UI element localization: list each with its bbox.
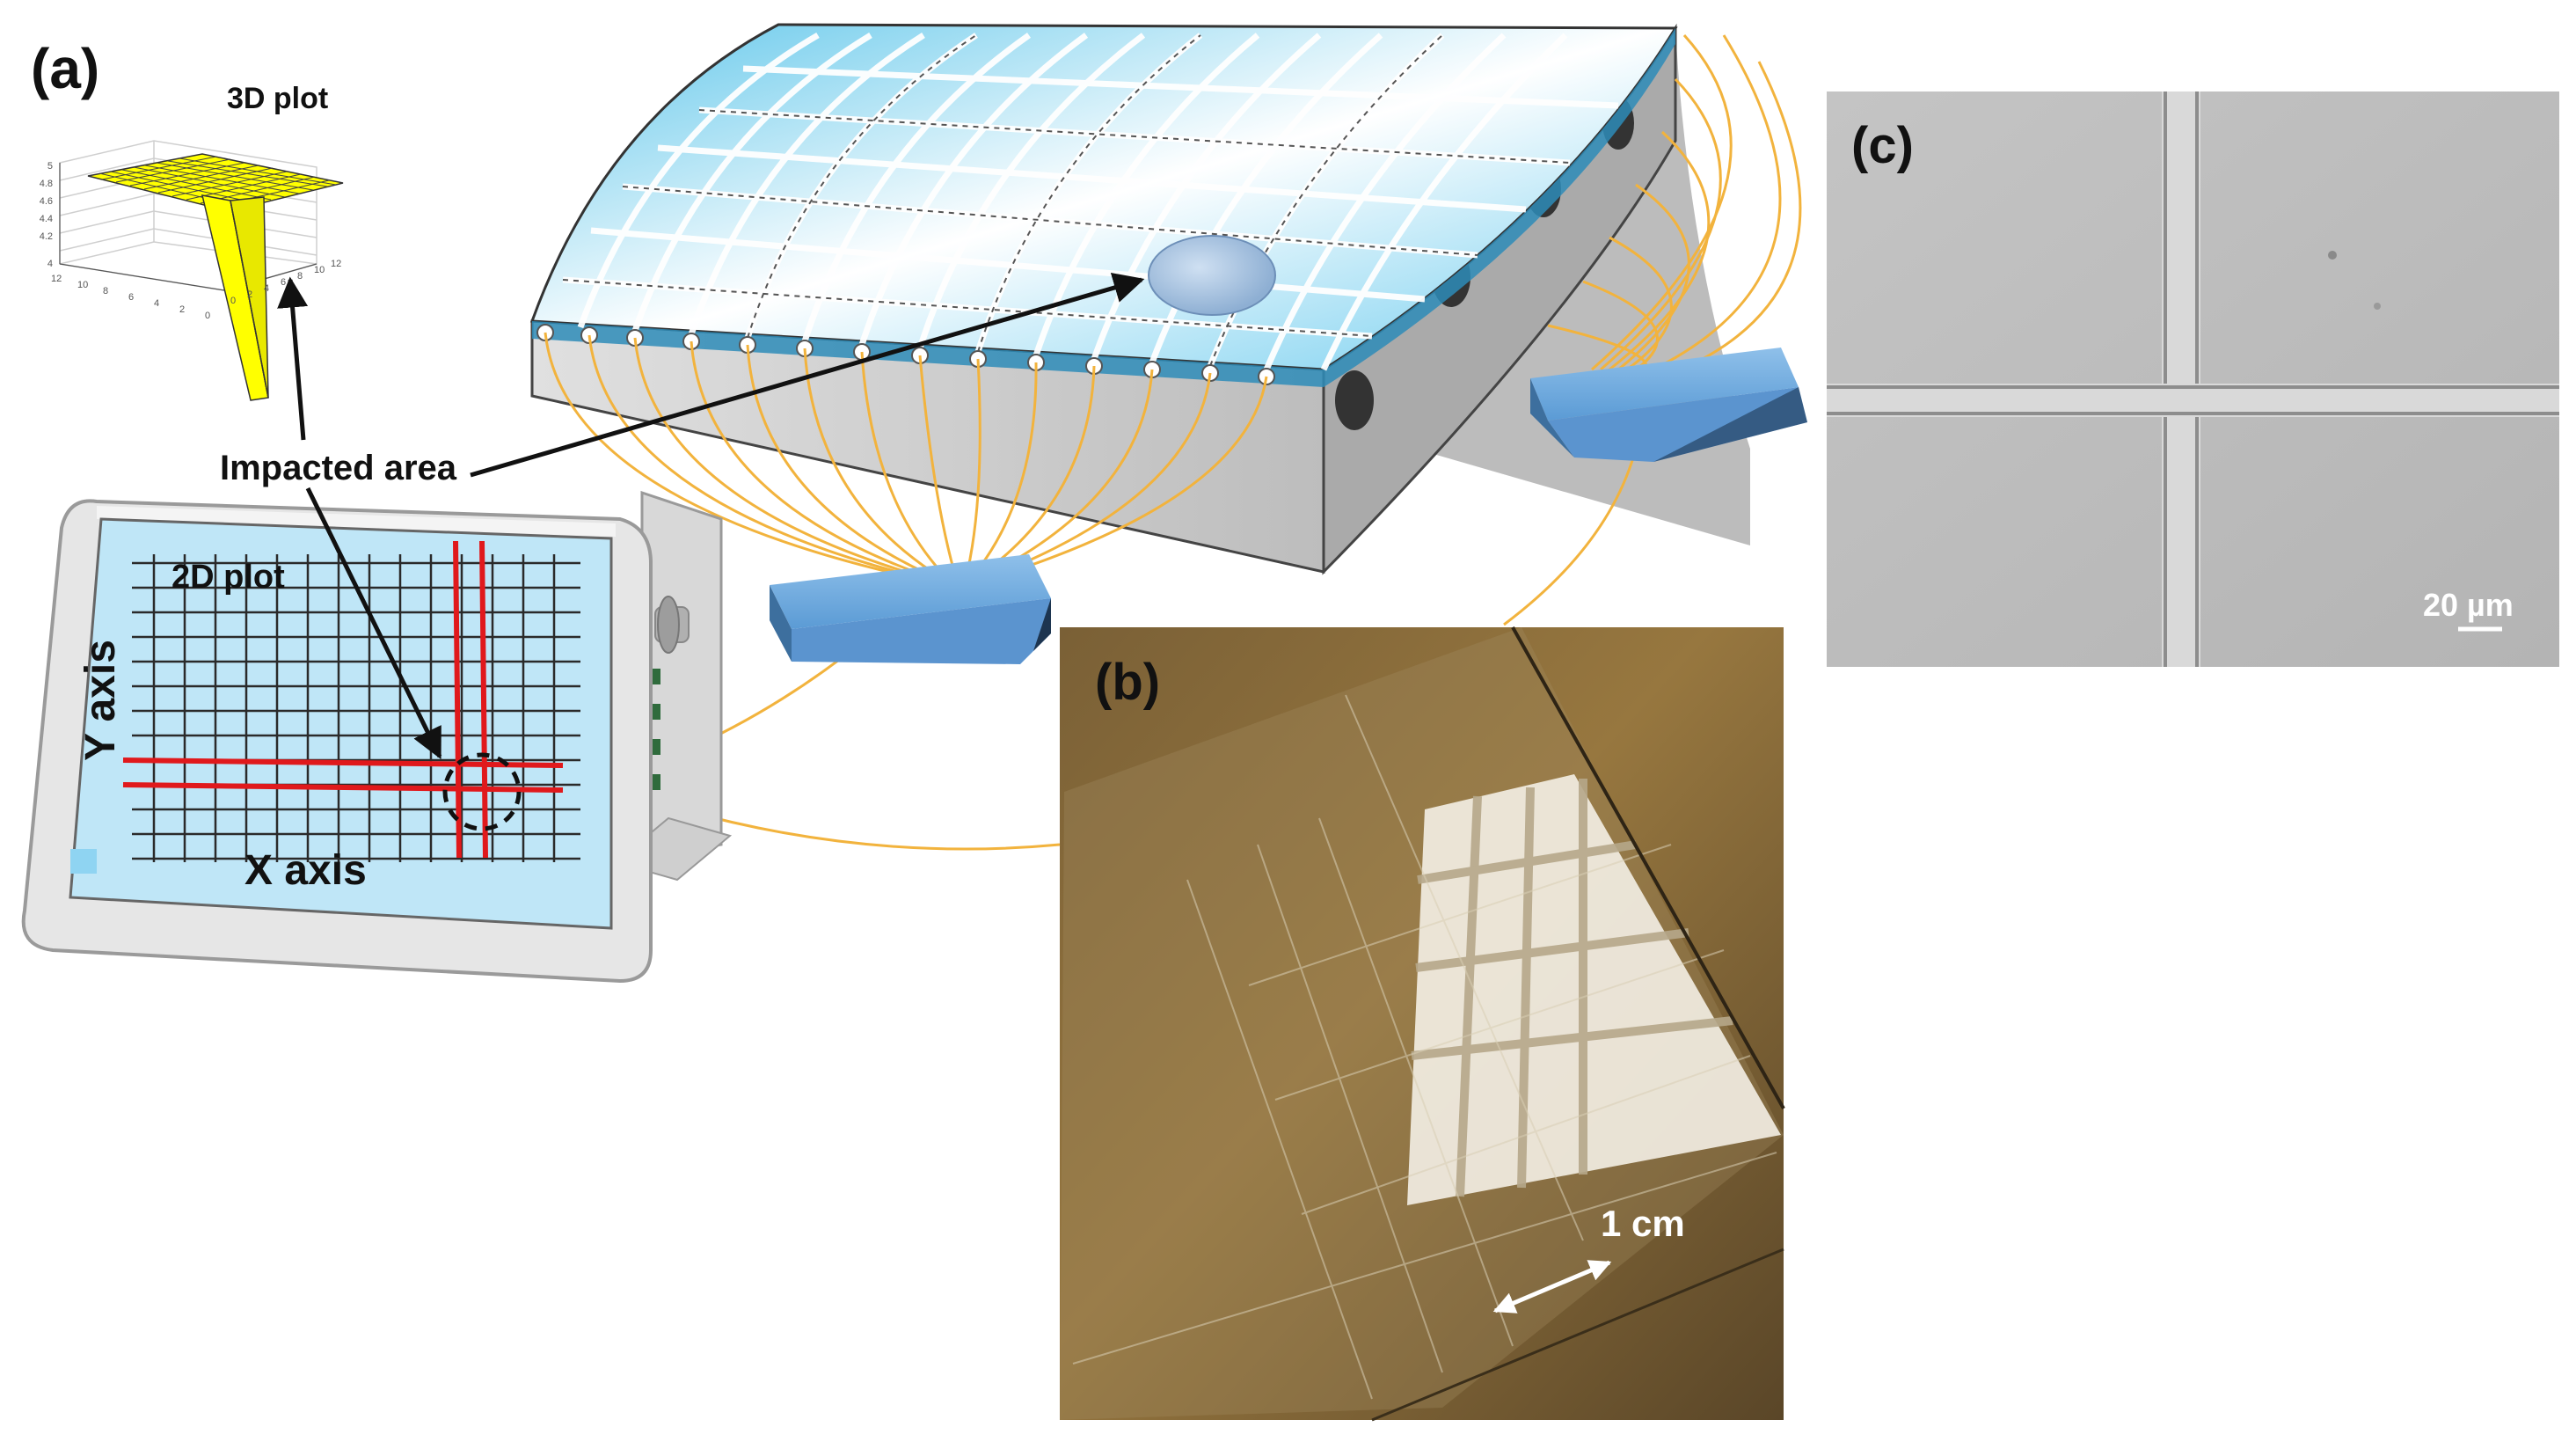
plot-3d-title: 3D plot xyxy=(227,82,328,115)
x-tick: 8 xyxy=(297,271,303,282)
panel-c-micrograph: (c) 20 µm xyxy=(1827,91,2559,667)
signal-module-right xyxy=(1530,348,1807,462)
z-tick: 5 xyxy=(47,161,53,172)
label-x-axis: X axis xyxy=(244,847,367,894)
annotation-arrows xyxy=(277,272,1145,760)
scale-label-20um: 20 µm xyxy=(2423,587,2514,623)
panel-label-a: (a) xyxy=(31,37,99,100)
z-tick: 4.4 xyxy=(40,214,53,224)
panel-label-c: (c) xyxy=(1851,117,1914,174)
signal-module-left xyxy=(770,554,1051,664)
y-tick: 8 xyxy=(103,286,108,296)
z-tick: 4.8 xyxy=(40,179,53,189)
y-tick: 0 xyxy=(205,311,210,321)
display-screen xyxy=(69,517,613,930)
x-tick: 0 xyxy=(230,296,236,306)
x-tick: 2 xyxy=(247,289,252,300)
y-tick: 4 xyxy=(154,298,159,309)
impact-crosshair xyxy=(122,540,564,859)
panel-label-b: (b) xyxy=(1095,654,1160,711)
impact-circle xyxy=(442,752,522,831)
x-tick: 10 xyxy=(314,265,325,275)
panel-b-photo: 1 cm (b) xyxy=(1060,626,1785,1422)
label-impacted-area: Impacted area xyxy=(220,449,457,487)
x-tick: 12 xyxy=(331,259,341,269)
x-tick: 6 xyxy=(281,277,286,288)
y-tick: 6 xyxy=(128,292,134,303)
sensor-block xyxy=(529,23,1750,575)
label-2d-plot: 2D plot xyxy=(171,559,285,596)
plot-3d: 3D plot xyxy=(40,82,344,401)
y-tick: 2 xyxy=(179,304,185,315)
y-tick: 12 xyxy=(51,274,62,284)
scale-label-1cm: 1 cm xyxy=(1601,1203,1685,1244)
x-tick: 4 xyxy=(264,283,269,294)
cables xyxy=(544,33,1802,851)
display-device: 2D plot Y axis X axis xyxy=(21,490,733,984)
z-tick: 4.2 xyxy=(40,231,53,242)
y-tick: 10 xyxy=(77,280,88,290)
scale-bar-1cm xyxy=(1492,1260,1612,1314)
impact-drop xyxy=(1148,235,1276,316)
z-tick: 4.6 xyxy=(40,196,53,207)
label-y-axis: Y axis xyxy=(77,640,124,761)
z-tick: 4 xyxy=(47,259,53,269)
